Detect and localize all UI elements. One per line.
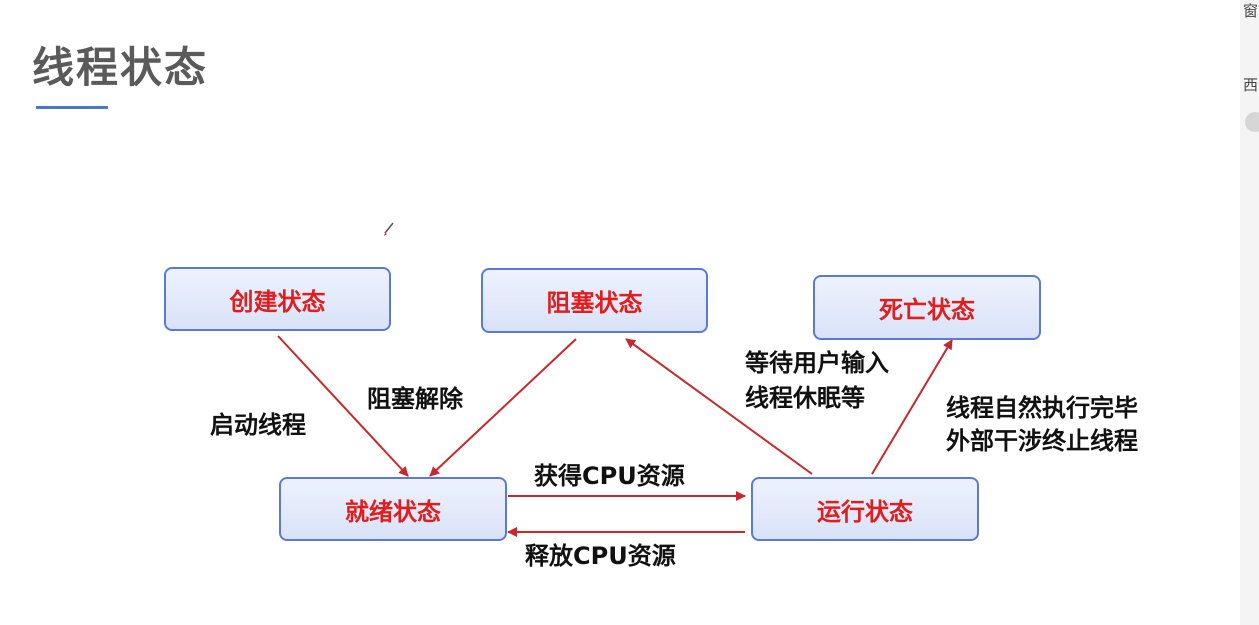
slide-title: 线程状态 bbox=[32, 43, 209, 92]
arrow-running-to-dead bbox=[871, 339, 953, 475]
side-panel-text-top: 窗 bbox=[1243, 2, 1259, 20]
state-running: 运行状态 bbox=[751, 477, 979, 541]
arrow-running-to-blocked bbox=[625, 338, 813, 475]
label-wait-line1: 等待用户输入 bbox=[745, 349, 889, 377]
arrow-blocked-to-ready bbox=[429, 338, 577, 477]
pen-icon bbox=[384, 222, 394, 236]
side-panel-text-mid: 西 bbox=[1243, 76, 1259, 94]
state-created: 创建状态 bbox=[164, 267, 391, 331]
label-finish-line2: 外部干涉终止线程 bbox=[946, 427, 1138, 455]
label-wait-line2: 线程休眠等 bbox=[745, 384, 865, 412]
label-start-thread: 启动线程 bbox=[210, 411, 306, 439]
state-blocked: 阻塞状态 bbox=[481, 268, 708, 333]
label-release-cpu: 释放CPU资源 bbox=[525, 542, 676, 570]
arrow-created-to-ready bbox=[277, 335, 409, 477]
state-ready: 就绪状态 bbox=[279, 477, 507, 541]
label-unblock: 阻塞解除 bbox=[367, 385, 463, 413]
label-finish-line1: 线程自然执行完毕 bbox=[946, 394, 1138, 422]
state-dead: 死亡状态 bbox=[813, 275, 1041, 340]
title-underline bbox=[36, 106, 108, 109]
side-panel-toggle[interactable] bbox=[1245, 112, 1259, 132]
label-get-cpu: 获得CPU资源 bbox=[534, 462, 685, 490]
side-panel: 窗 西 bbox=[1240, 0, 1259, 625]
